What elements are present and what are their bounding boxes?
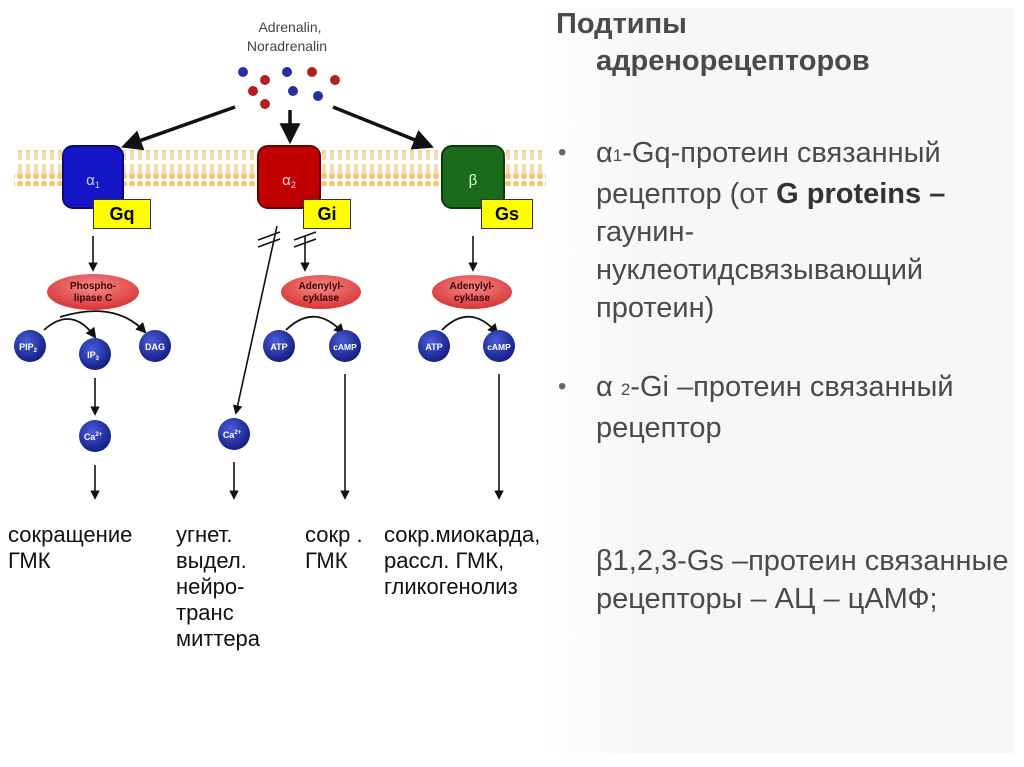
bullet-alpha1: • α1-Gq-протеин связанный рецептор (от G…: [556, 134, 1016, 334]
atp-alpha2-label: ATP: [270, 342, 287, 352]
ip3-label: IP3: [87, 350, 100, 362]
gi-label: Gi: [303, 199, 351, 229]
bullet-alpha1-text: α1-Gq-протеин связанный рецептор (от G p…: [596, 137, 946, 324]
molecule-dag: [139, 330, 171, 362]
effect-myocardium-relaxation-glycogenolysis: сокр.миокарда, рассл. ГМК, гликогенолиз: [384, 522, 541, 599]
bullet-alpha2: • α 2-Gi –протеин связанный рецептор: [556, 368, 1016, 448]
arrow-atp-to-camp-1: [285, 315, 345, 335]
molecule-ca-alpha1: [79, 420, 111, 452]
arrow-to-beta: [332, 105, 434, 150]
ligand-molecules: [238, 67, 340, 109]
molecule-camp-alpha2: [329, 330, 361, 362]
slide-panel-background: [544, 8, 1014, 753]
bullet-alpha2-text: α 2-Gi –протеин связанный рецептор: [596, 371, 954, 444]
atp-beta-label: ATP: [425, 342, 442, 352]
slide-title: Подтипы адренорецепторов: [556, 6, 1006, 80]
bullet-beta: β1,2,3-Gs –протеин связанные рецепторы –…: [556, 542, 1016, 662]
receptor-beta: [441, 145, 505, 209]
plc-label-line2: lipase C: [74, 293, 112, 304]
effect-smooth-muscle-contraction: сокращение ГМК: [8, 522, 133, 573]
ca-alpha1-label: Ca2+: [84, 432, 103, 442]
receptor-alpha2: [257, 145, 321, 209]
ligand-label-line2: Noradrenalin: [247, 38, 327, 54]
camp-alpha2-label: cAMP: [333, 342, 357, 352]
arrow-alpha2-to-ca: [232, 225, 278, 415]
gq-label: Gq: [93, 199, 151, 229]
bullet-dot: •: [558, 139, 567, 166]
effect-smooth-muscle-contraction-2: сокр . ГМК: [305, 522, 363, 573]
bullet-dot: •: [558, 373, 567, 400]
ac2-label-line1: Adenylyl-: [298, 281, 343, 292]
arrow-pip2-to-dag: [59, 310, 147, 334]
title-line1: Подтипы: [556, 8, 687, 40]
molecule-camp-beta: [483, 330, 515, 362]
plc-label-line1: Phospho-: [70, 281, 116, 292]
molecule-atp-beta: [418, 330, 450, 362]
bullet-beta-text: β1,2,3-Gs –протеин связанные рецепторы –…: [596, 545, 1009, 615]
signaling-diagram: Adrenalin, Noradrenalin α1: [0, 0, 560, 520]
molecule-ip3: [79, 338, 111, 370]
diagram-canvas: Adrenalin, Noradrenalin α1: [14, 19, 546, 500]
receptor-alpha2-label: α2: [282, 172, 296, 190]
inhibition-marks: [257, 231, 317, 248]
molecule-atp-alpha2: [263, 330, 295, 362]
molecule-ca-alpha2: [218, 418, 250, 450]
ac-beta-label-line1: Adenylyl-: [449, 281, 494, 292]
arrow-atp-to-camp-2: [441, 315, 499, 335]
receptor-beta-label: β: [469, 172, 478, 189]
enzyme-adenylyl-cyclase-alpha2: [281, 275, 361, 309]
dag-label: DAG: [145, 342, 165, 352]
pip2-label: PIP2: [19, 342, 38, 354]
arrow-to-alpha1: [121, 105, 236, 151]
ligand-label-line1: Adrenalin,: [258, 19, 321, 35]
effect-neurotransmitter-inhibition: угнет. выдел. нейро- транс миттера: [176, 522, 261, 651]
enzyme-adenylyl-cyclase-beta: [432, 275, 512, 309]
receptor-alpha1-label: α1: [86, 172, 100, 190]
molecule-pip2: [14, 330, 46, 362]
ac2-label-line2: cyklase: [303, 293, 340, 304]
title-line2: адренорецепторов: [596, 45, 870, 77]
arrow-pip2-to-ip3: [43, 318, 97, 339]
enzyme-phospholipase-c: [47, 274, 139, 310]
ca-alpha2-label: Ca2+: [223, 430, 242, 440]
ac-beta-label-line2: cyklase: [454, 293, 491, 304]
camp-beta-label: cAMP: [487, 342, 511, 352]
gs-label: Gs: [481, 199, 533, 229]
